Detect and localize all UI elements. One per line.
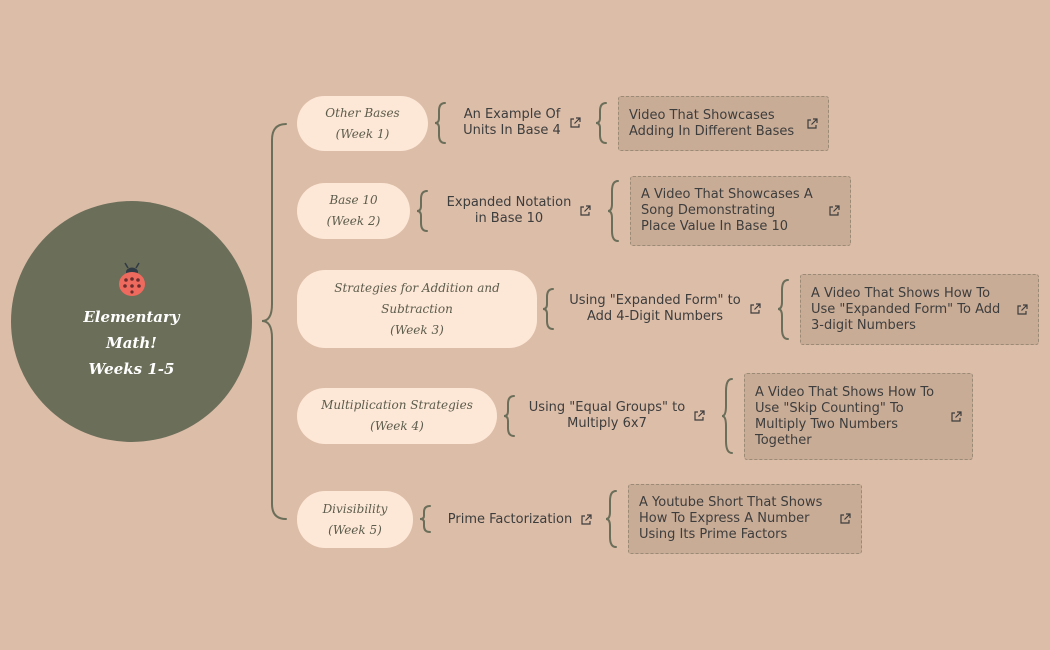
link-expanded-form-4-digit[interactable]: Using "Expanded Form" to Add 4-Digit Num… [560, 292, 770, 326]
link-label: Prime Factorization [447, 512, 573, 527]
topic-label: Divisibility (Week 5) [322, 501, 388, 537]
resource-label: A Video That Showcases A Song Demonstrat… [641, 187, 813, 234]
external-link-icon[interactable] [839, 513, 851, 525]
external-link-icon[interactable] [580, 514, 592, 526]
external-link-icon[interactable] [950, 410, 962, 423]
topic-label: Base 10 (Week 2) [326, 193, 381, 228]
link-expanded-notation[interactable]: Expanded Notation in Base 10 [434, 194, 604, 228]
resource-label: A Video That Shows How To Use "Expanded … [811, 285, 1001, 333]
resource-adding-different-bases[interactable]: Video That Showcases Adding In Different… [618, 96, 829, 151]
ladybug-icon [118, 262, 145, 296]
resource-label: A Video That Shows How To Use "Skip Coun… [755, 384, 935, 448]
external-link-icon[interactable] [828, 205, 840, 217]
root-title: Elementary Math! Weeks 1-5 [83, 307, 180, 378]
external-link-icon[interactable] [693, 410, 705, 422]
resource-label: Video That Showcases Adding In Different… [629, 107, 795, 139]
resource-skip-counting[interactable]: A Video That Shows How To Use "Skip Coun… [744, 373, 973, 460]
link-equal-groups[interactable]: Using "Equal Groups" to Multiply 6x7 [521, 399, 713, 433]
topic-addition-subtraction[interactable]: Strategies for Addition and Subtraction … [297, 270, 537, 348]
link-label: Expanded Notation in Base 10 [446, 195, 572, 226]
external-link-icon[interactable] [749, 303, 761, 315]
link-label: Using "Equal Groups" to Multiply 6x7 [528, 400, 686, 431]
resource-expanded-form-3-digit[interactable]: A Video That Shows How To Use "Expanded … [800, 274, 1039, 345]
link-prime-factorization[interactable]: Prime Factorization [438, 510, 602, 530]
link-label: Using "Expanded Form" to Add 4-Digit Num… [569, 293, 741, 324]
root-node[interactable]: Elementary Math! Weeks 1-5 [11, 201, 252, 442]
topic-label: Strategies for Addition and Subtraction … [334, 280, 500, 337]
external-link-icon[interactable] [579, 205, 591, 217]
resource-place-value-song[interactable]: A Video That Showcases A Song Demonstrat… [630, 176, 851, 246]
topic-base-10[interactable]: Base 10 (Week 2) [297, 183, 410, 239]
external-link-icon[interactable] [1016, 303, 1028, 316]
topic-divisibility[interactable]: Divisibility (Week 5) [297, 491, 413, 548]
resource-label: A Youtube Short That Shows How To Expres… [639, 495, 823, 542]
topic-other-bases[interactable]: Other Bases (Week 1) [297, 96, 428, 151]
link-label: An Example Of Units In Base 4 [463, 107, 561, 138]
resource-youtube-prime-factors[interactable]: A Youtube Short That Shows How To Expres… [628, 484, 862, 554]
external-link-icon[interactable] [569, 117, 581, 129]
external-link-icon[interactable] [806, 117, 818, 130]
topic-label: Other Bases (Week 1) [325, 105, 400, 141]
topic-label: Multiplication Strategies (Week 4) [321, 398, 473, 433]
topic-multiplication-strategies[interactable]: Multiplication Strategies (Week 4) [297, 388, 497, 444]
link-units-base-4[interactable]: An Example Of Units In Base 4 [452, 106, 592, 140]
